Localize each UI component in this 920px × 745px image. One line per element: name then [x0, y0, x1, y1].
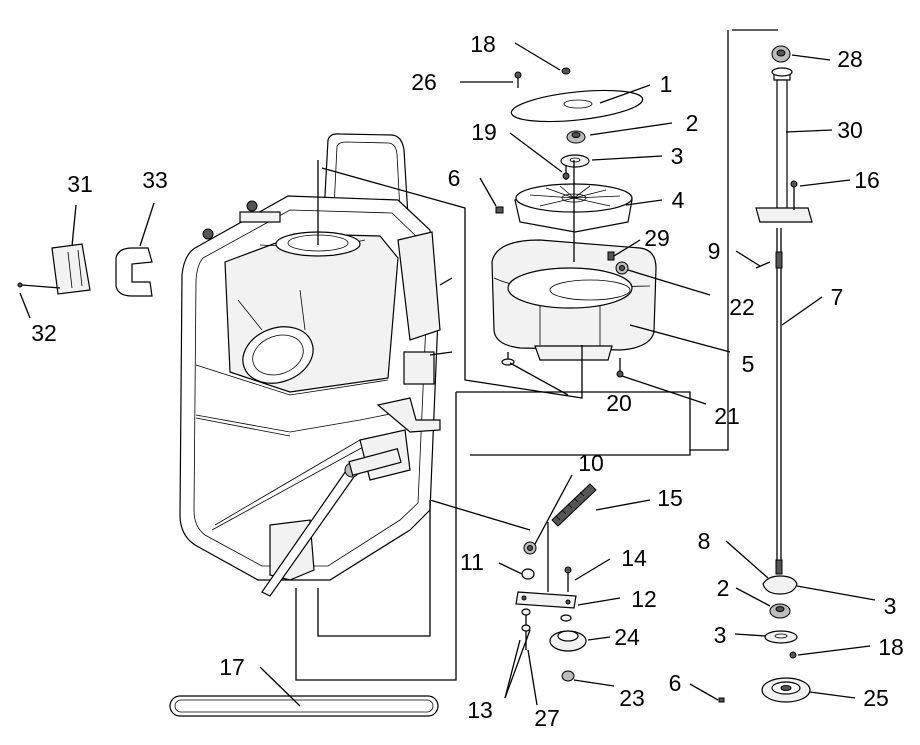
callout-26: 26: [411, 69, 437, 95]
tensioner-parts: [515, 483, 597, 682]
callout-1: 1: [660, 71, 673, 97]
callout-28: 28: [837, 46, 863, 72]
callout-3-lower: 3: [714, 622, 727, 648]
callout-labels: 18 1 26 2 19 3 6 4 29 22 5 20 21 28 30 1…: [31, 31, 904, 731]
callout-24: 24: [614, 624, 640, 650]
callout-3-right: 3: [884, 593, 897, 619]
callout-23: 23: [619, 685, 645, 711]
fan-stack-parts: [495, 67, 644, 240]
callout-17: 17: [219, 654, 245, 680]
callout-6: 6: [448, 165, 461, 191]
drive-belt: [169, 695, 439, 717]
callout-3: 3: [671, 143, 684, 169]
callout-18: 18: [470, 31, 496, 57]
callout-27: 27: [534, 705, 560, 731]
callout-19: 19: [471, 119, 497, 145]
callout-7: 7: [831, 284, 844, 310]
callout-29: 29: [644, 225, 670, 251]
callout-2: 2: [686, 110, 699, 136]
callout-20: 20: [606, 390, 632, 416]
callout-18-lower: 18: [878, 634, 904, 660]
callout-22: 22: [729, 294, 755, 320]
housing-assembly: [179, 133, 453, 597]
callout-4: 4: [672, 187, 685, 213]
callout-11: 11: [460, 549, 484, 575]
clip-parts: [17, 243, 153, 297]
callout-8: 8: [698, 528, 711, 554]
callout-2-lower: 2: [717, 575, 730, 601]
callout-5: 5: [742, 351, 755, 377]
alignment-lines: [295, 29, 778, 681]
leader-lines: [19, 42, 876, 707]
callout-10: 10: [578, 450, 604, 476]
callout-15: 15: [657, 485, 683, 511]
callout-30: 30: [837, 117, 863, 143]
callout-31: 31: [67, 171, 93, 197]
fan-housing: [491, 239, 657, 378]
callout-33: 33: [142, 167, 168, 193]
callout-21: 21: [714, 403, 740, 429]
callout-13: 13: [467, 697, 493, 723]
shaft-assembly: [718, 45, 813, 703]
callout-9: 9: [708, 238, 721, 264]
callout-6-lower: 6: [669, 670, 682, 696]
callout-16: 16: [854, 167, 880, 193]
callout-25: 25: [863, 685, 889, 711]
callout-32: 32: [31, 320, 57, 346]
callout-14: 14: [621, 545, 647, 571]
callout-12: 12: [631, 586, 657, 612]
